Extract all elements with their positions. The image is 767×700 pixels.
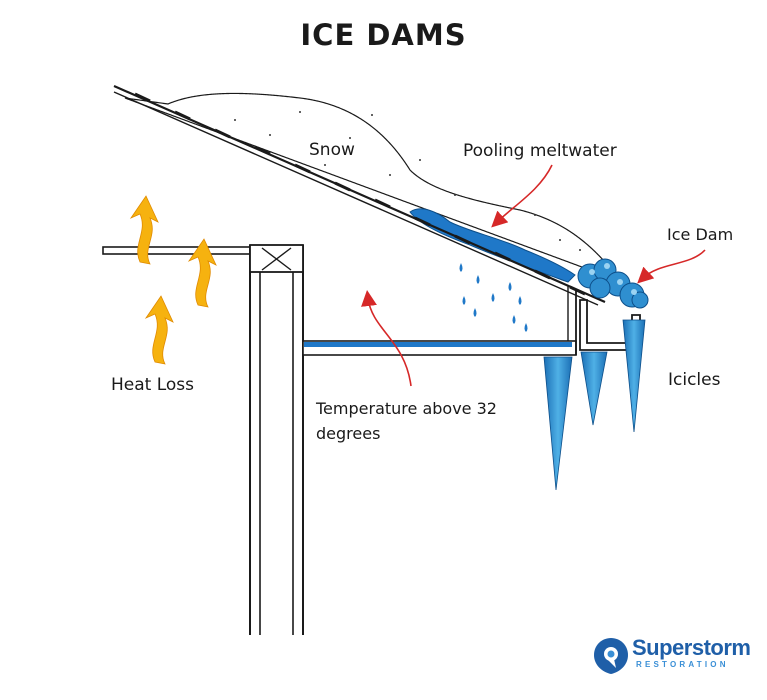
roof [113,84,606,306]
superstorm-logo: Superstorm RESTORATION [592,633,752,675]
snow-speckles [234,111,581,251]
temperature-label: Temperature above 32 degrees [316,399,497,443]
water-drips [459,263,528,332]
eave-soffit [302,285,577,356]
snow-label: Snow [309,140,355,160]
exterior-wall [249,244,304,635]
annotation-arrows [361,164,706,387]
logo-name: Superstorm [632,635,751,660]
temperature-pointer [361,290,412,387]
ceiling-board [102,246,252,255]
heat-loss-arrows [129,195,217,365]
pooling-meltwater [409,208,576,283]
heat-arrow-1 [129,195,159,265]
heat-arrow-3 [144,295,174,365]
icicles-label: Icicles [668,370,721,390]
snow-mound [124,92,606,271]
heat-loss-label: Heat Loss [111,375,195,395]
diagram-title: ICE DAMS [300,18,467,52]
ice-dam-pointer [637,249,706,284]
logo-mark [594,638,628,674]
ice-dam-highlights [589,263,637,295]
icicles [543,319,646,491]
ice-dam-label: Ice Dam [667,225,734,244]
pooling-meltwater-label: Pooling meltwater [463,141,617,161]
pooling-pointer [491,164,553,228]
heat-arrow-2 [187,238,217,308]
logo-subtitle: RESTORATION [636,660,729,669]
